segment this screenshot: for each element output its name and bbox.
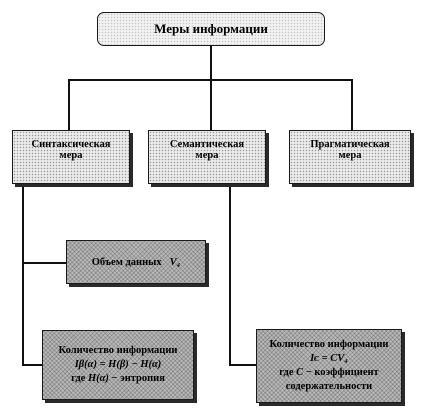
data-volume-symbol: V₄	[169, 256, 181, 268]
semantic-info-line4: содержательности	[285, 381, 373, 392]
syntactic-measure-node: Синтаксическая мера	[12, 130, 130, 184]
pragmatic-measure-line2: мера	[338, 150, 362, 161]
syntactic-information-node: Количество информации Iβ(α) = H(β) − H(α…	[42, 330, 194, 400]
pragmatic-measure-line1: Прагматическая	[310, 139, 390, 150]
semantic-info-formula: Iᴄ = CV₄	[310, 353, 348, 364]
connector-to-syntactic	[68, 79, 70, 130]
connector-to-semantic-info	[229, 364, 256, 366]
semantic-info-line1: Количество информации	[269, 339, 389, 350]
connector-to-syntactic-info	[22, 364, 42, 366]
connector-to-semantic	[210, 79, 212, 130]
connector-to-pragmatic	[351, 79, 353, 130]
syntactic-measure-line2: мера	[59, 150, 83, 161]
connector-semantic-trunk	[229, 184, 231, 364]
syntactic-info-line3-suffix: − энтропия	[111, 373, 165, 384]
data-volume-node: Объем данных V₄	[66, 240, 206, 284]
connector-to-data-volume	[22, 262, 66, 264]
syntactic-info-formula: Iβ(α) = H(β) − H(α)	[74, 359, 162, 370]
semantic-info-line3-prefix: где	[279, 367, 294, 378]
syntactic-info-line1: Количество информации	[58, 345, 178, 356]
semantic-measure-node: Семантическая мера	[148, 130, 266, 184]
connector-root-down	[210, 46, 212, 80]
syntactic-info-line3-formula: H(α)	[87, 373, 109, 384]
semantic-info-line3-suffix: − коэффициент	[305, 367, 379, 378]
semantic-info-line3-symbol: C	[296, 367, 304, 378]
semantic-measure-line2: мера	[195, 150, 219, 161]
root-label: Меры информации	[154, 21, 268, 36]
syntactic-measure-line1: Синтаксическая	[31, 139, 111, 150]
syntactic-info-line3-prefix: где	[71, 373, 86, 384]
connector-syntactic-trunk	[22, 184, 24, 364]
semantic-measure-line1: Семантическая	[169, 139, 245, 150]
pragmatic-measure-node: Прагматическая мера	[289, 130, 411, 184]
semantic-information-node: Количество информации Iᴄ = CV₄ где C − к…	[256, 329, 402, 403]
syntactic-info-line3: где H(α) − энтропия	[71, 372, 165, 386]
semantic-info-line3: где C − коэффициент	[279, 366, 378, 380]
data-volume-label: Объем данных	[91, 256, 162, 268]
root-node: Меры информации	[97, 12, 325, 46]
